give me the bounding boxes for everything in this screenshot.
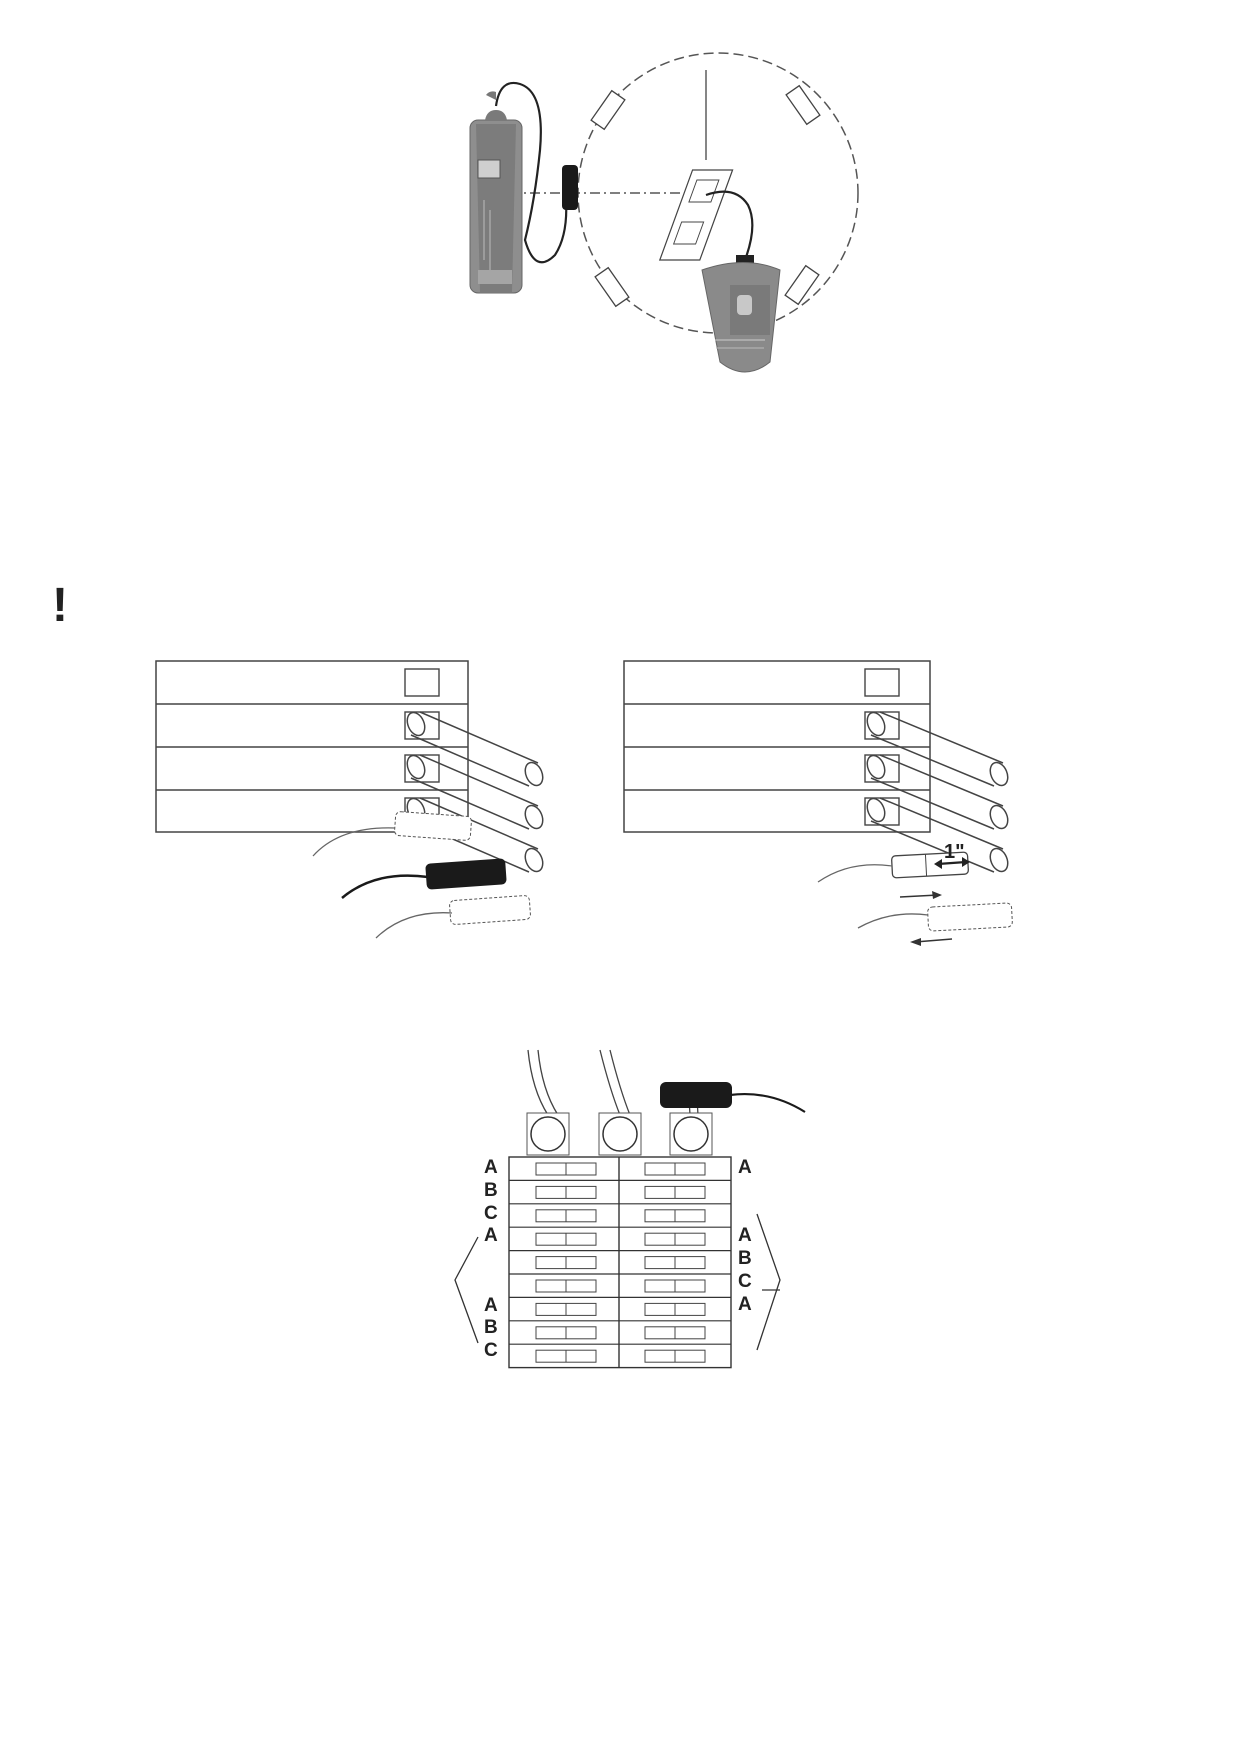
- circle-marker-1: [591, 91, 625, 130]
- left-phase-label: C: [484, 1203, 498, 1224]
- figure-2-left-panel: [156, 661, 546, 938]
- left-probe-active: [425, 858, 507, 890]
- breaker-grid: [509, 1157, 731, 1368]
- left-phase-label: B: [484, 1317, 498, 1338]
- right-phase-label: B: [738, 1248, 752, 1269]
- breaker-knob-3: [670, 1113, 712, 1155]
- wall-plate: [660, 170, 733, 260]
- breaker-switch: [536, 1186, 596, 1198]
- right-phase-label: A: [738, 1157, 752, 1178]
- left-bracket: [455, 1237, 478, 1343]
- breaker-switch: [536, 1257, 596, 1269]
- breaker-switch: [645, 1186, 705, 1198]
- breaker-switch: [645, 1303, 705, 1315]
- right-phase-label: A: [738, 1294, 752, 1315]
- breaker-switch: [536, 1210, 596, 1222]
- breaker-switch: [645, 1257, 705, 1269]
- left-probe-ghost-bottom: [449, 895, 530, 925]
- breaker-switch: [536, 1233, 596, 1245]
- arrow-left-icon: [910, 938, 952, 946]
- left-phase-label: A: [484, 1225, 498, 1246]
- breaker-switch: [536, 1280, 596, 1292]
- breaker-switch: [536, 1350, 596, 1362]
- right-phase-label: A: [738, 1225, 752, 1246]
- breaker-switch: [536, 1303, 596, 1315]
- breaker-switch: [645, 1327, 705, 1339]
- breaker-knob-1: [527, 1113, 569, 1155]
- receiver-device: [470, 91, 522, 293]
- breaker-switch: [536, 1163, 596, 1175]
- breaker-switch: [645, 1350, 705, 1362]
- breaker-switch: [536, 1327, 596, 1339]
- breaker-knob-2: [599, 1113, 641, 1155]
- breaker-switch: [645, 1210, 705, 1222]
- breaker-switch: [645, 1233, 705, 1245]
- breaker-switch: [645, 1280, 705, 1292]
- right-bracket: [757, 1214, 780, 1350]
- transmitter-device: [702, 255, 780, 372]
- arrow-right-icon: [900, 891, 942, 899]
- circle-marker-4: [785, 266, 819, 305]
- left-phase-label: A: [484, 1157, 498, 1178]
- figure-1-tone-tracing: [470, 53, 858, 372]
- probe-ghost-right: [927, 903, 1012, 931]
- left-phase-label: A: [484, 1295, 498, 1316]
- clamp-probe: [562, 165, 578, 210]
- left-phase-label: C: [484, 1340, 498, 1361]
- figure-2-right-panel: 1": [624, 661, 1013, 946]
- right-phase-label: C: [738, 1271, 752, 1292]
- figure-3-clamp: [660, 1082, 805, 1112]
- circle-marker-3: [595, 268, 629, 307]
- distance-label: 1": [944, 841, 965, 863]
- left-phase-label: B: [484, 1180, 498, 1201]
- breaker-switch: [645, 1163, 705, 1175]
